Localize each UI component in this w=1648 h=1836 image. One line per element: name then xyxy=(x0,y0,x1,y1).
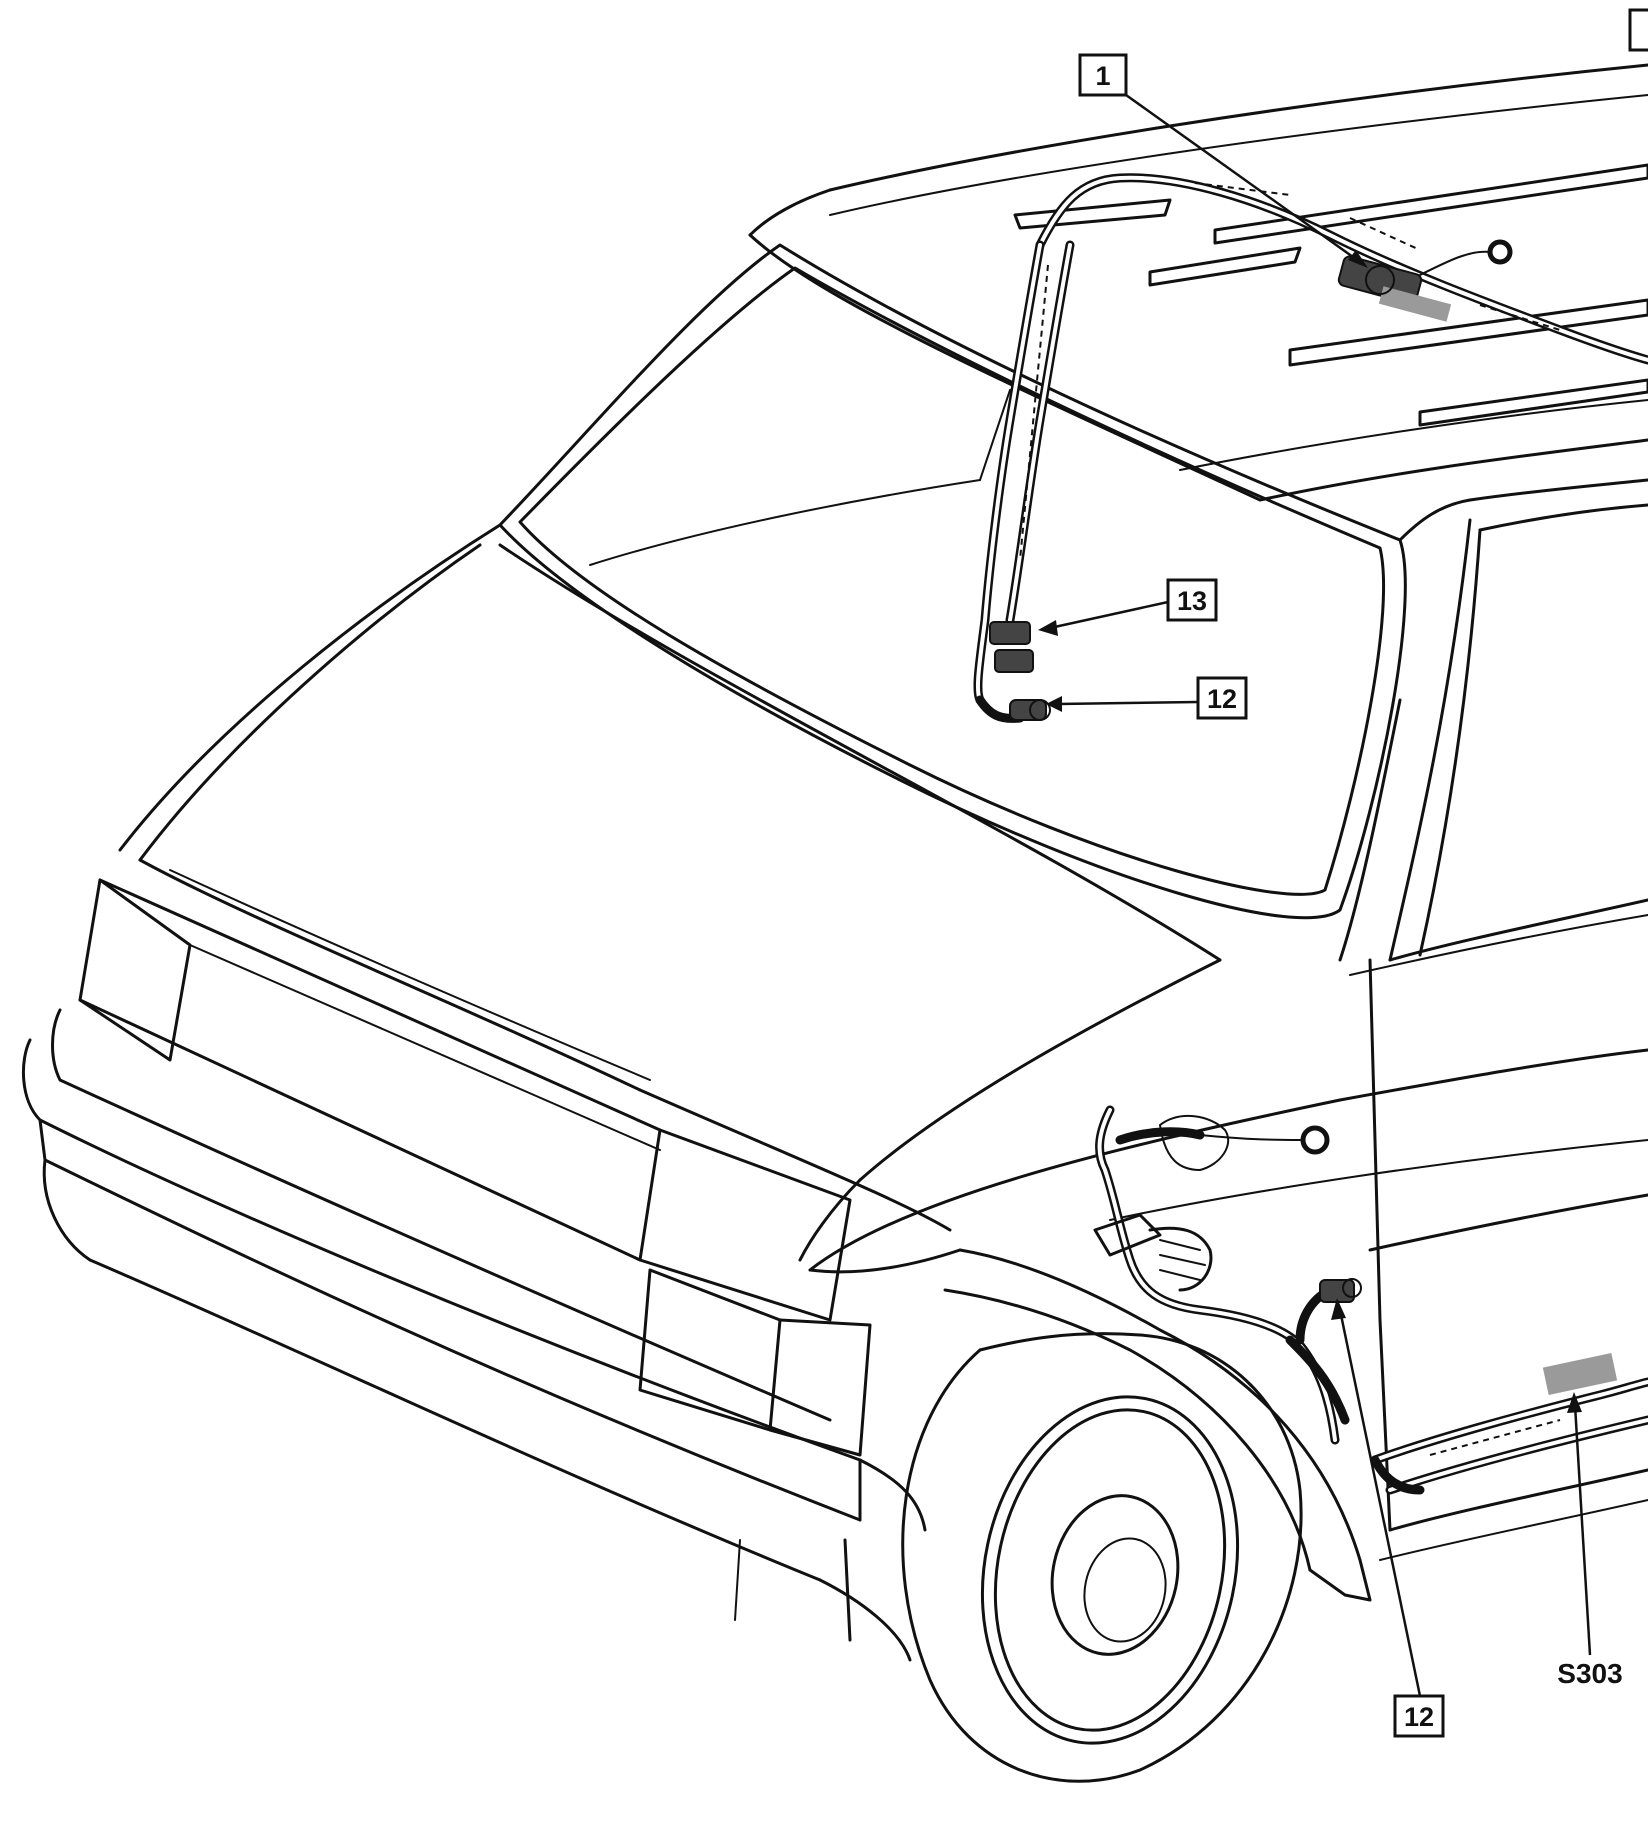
callout-edge xyxy=(1628,8,1648,52)
vehicle-body xyxy=(21,63,1648,1662)
callout-13-label: 13 xyxy=(1177,586,1207,616)
callout-12-lower-label: 12 xyxy=(1404,1702,1434,1732)
splice-s303-label: S303 xyxy=(1557,1658,1622,1689)
a-pillar-harness xyxy=(973,240,1075,723)
callout-12-lower: 12 xyxy=(1331,1298,1445,1738)
callout-12-upper: 12 xyxy=(1046,676,1248,720)
callout-1: 1 xyxy=(1078,53,1368,268)
callout-12-upper-label: 12 xyxy=(1207,684,1237,714)
callout-13: 13 xyxy=(1038,578,1218,636)
fender-harness xyxy=(1093,1105,1362,1445)
front-wheel xyxy=(901,1332,1303,1783)
splice-s303: S303 xyxy=(1557,1392,1623,1689)
roof-harness xyxy=(1035,173,1648,365)
rocker-harness xyxy=(1370,1353,1648,1495)
callout-1-label: 1 xyxy=(1095,61,1110,91)
